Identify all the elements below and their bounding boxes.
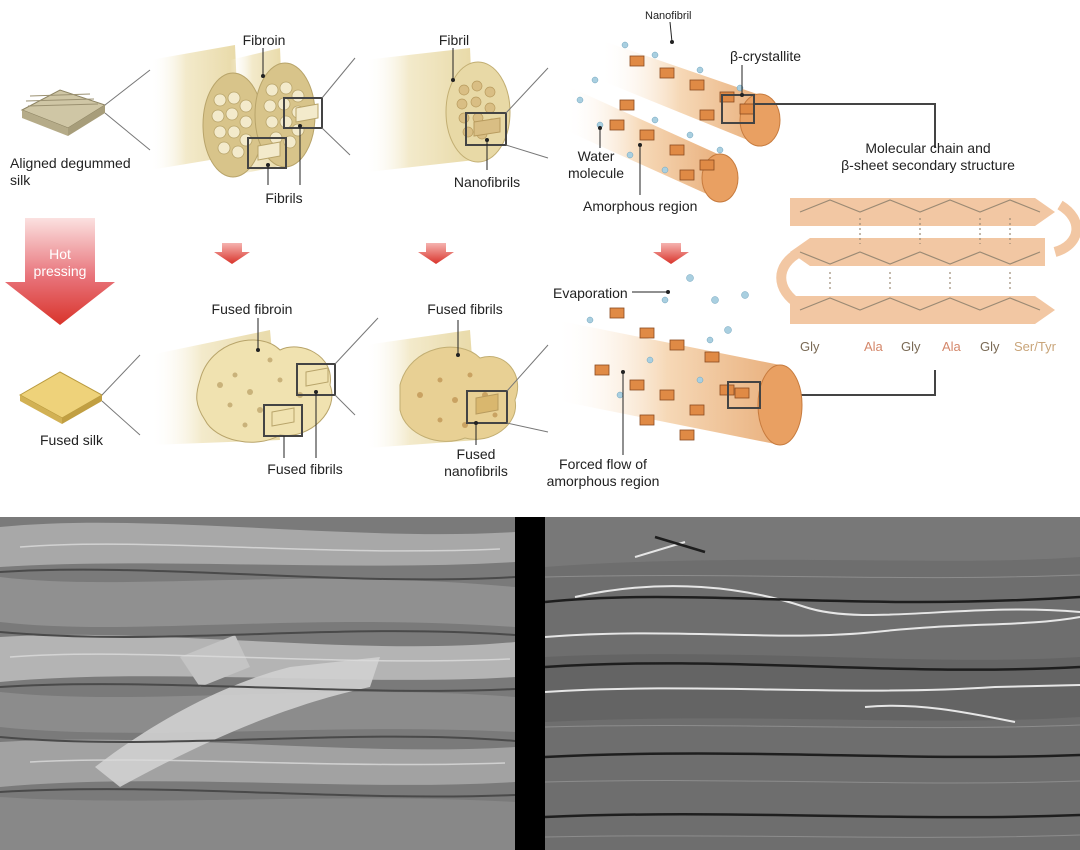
beta-sheet-structure xyxy=(760,198,1080,396)
beta-crystallite-label: β-crystallite xyxy=(730,48,802,64)
fibrils-label: Fibrils xyxy=(265,190,303,206)
molecular-chain-label: Molecular chain and β-sheet secondary st… xyxy=(841,140,1015,173)
process-arrows xyxy=(214,243,689,264)
amino-acid-2: Ala xyxy=(864,339,883,354)
aligned-silk-bundle xyxy=(20,69,151,151)
sem-image-aligned-silk xyxy=(0,517,515,850)
fused-silk-plate xyxy=(18,354,141,436)
fused-silk-label: Fused silk xyxy=(40,432,104,448)
fused-fibroin-label: Fused fibroin xyxy=(211,301,293,317)
hot-pressing-label: Hot pressing xyxy=(33,246,87,279)
forced-flow-label: Forced flow of amorphous region xyxy=(546,456,660,489)
amino-acid-3: Gly xyxy=(901,339,921,354)
hot-pressing-arrow xyxy=(5,218,115,325)
sem-image-fused-silk xyxy=(545,517,1080,850)
image-divider xyxy=(515,517,545,850)
fused-nanofibril-rope xyxy=(555,274,803,455)
fibroin-illustration xyxy=(150,45,356,185)
evaporation-label: Evaporation xyxy=(553,285,628,301)
water-molecule-label: Water molecule xyxy=(567,148,625,181)
fibril-illustration xyxy=(365,48,549,172)
fused-fibrils-top-label: Fused fibrils xyxy=(427,301,503,317)
schematic-diagram xyxy=(5,21,1080,458)
fused-nanofibrils-label: Fused nanofibrils xyxy=(444,446,508,479)
amino-acid-6: Ser/Tyr xyxy=(1014,339,1056,354)
nanofibril-ropes xyxy=(565,21,936,203)
aligned-silk-label: Aligned degummed silk xyxy=(10,155,131,188)
fused-fibroin-illustration xyxy=(150,317,379,458)
amino-acid-1: Gly xyxy=(800,339,820,354)
fused-fibrils-illustration xyxy=(365,320,549,448)
fused-fibrils-bottom-label: Fused fibrils xyxy=(267,461,343,477)
amorphous-region-label: Amorphous region xyxy=(583,198,698,214)
fibroin-label: Fibroin xyxy=(242,32,286,48)
amino-acid-4: Ala xyxy=(942,339,961,354)
nanofibril-label: Nanofibril xyxy=(645,10,692,22)
fibril-label: Fibril xyxy=(438,32,470,48)
nanofibrils-label: Nanofibrils xyxy=(453,174,521,190)
amino-acid-5: Gly xyxy=(980,339,1000,354)
